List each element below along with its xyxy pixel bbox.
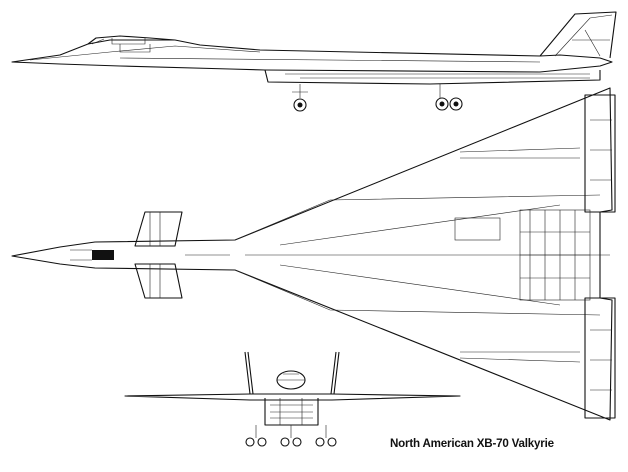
front-view bbox=[124, 351, 461, 447]
top-view bbox=[11, 87, 616, 421]
side-view bbox=[11, 11, 617, 112]
drawing-caption: North American XB-70 Valkyrie bbox=[390, 437, 554, 450]
